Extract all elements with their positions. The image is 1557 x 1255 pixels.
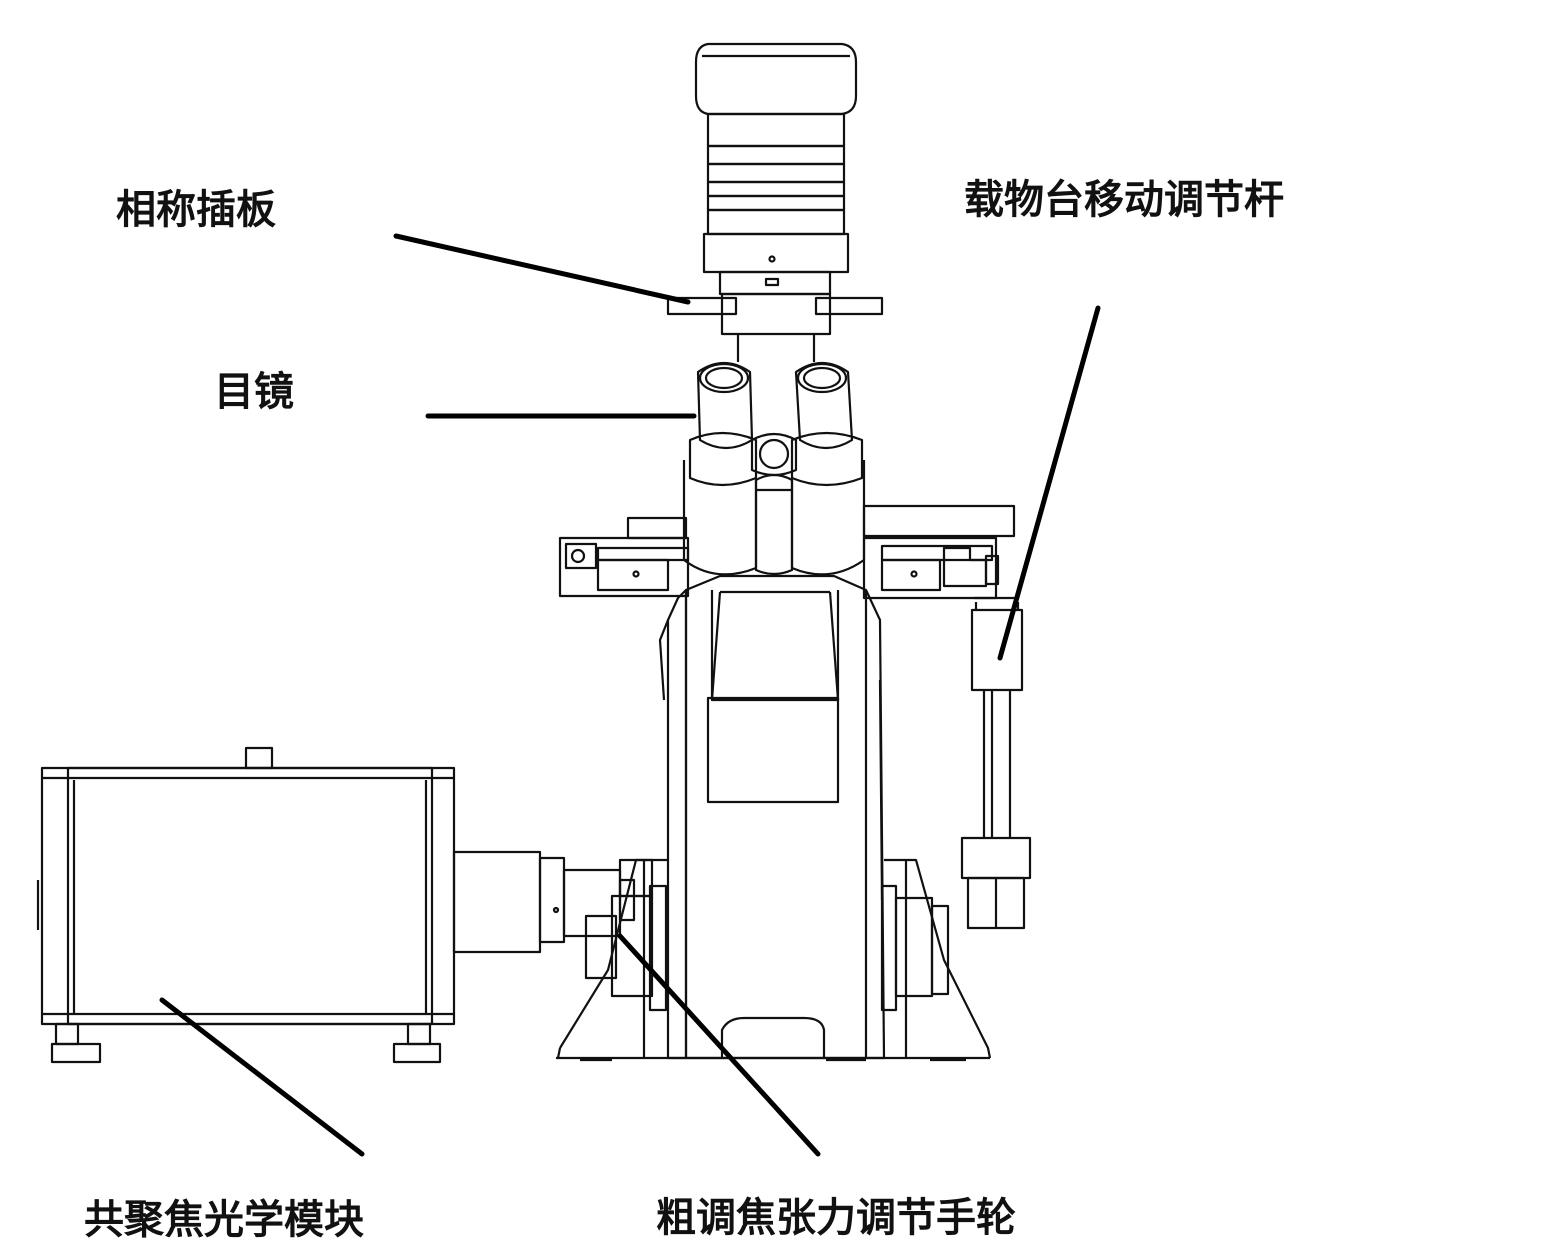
camera — [694, 42, 858, 296]
leader-line-coarse-focus — [617, 933, 821, 1157]
leader-line-confocal — [159, 997, 365, 1157]
label-coarse-focus-wheel: 粗调焦张力调节手轮 — [656, 1195, 1016, 1241]
label-phase-plate: 相称插板 — [116, 187, 276, 233]
left-focus-knob — [584, 858, 668, 1012]
microscope-body — [658, 574, 886, 1060]
stage-control-rod — [960, 596, 1032, 930]
stage-plate — [558, 504, 1016, 600]
label-stage-rod: 载物台移动调节杆 — [964, 177, 1284, 223]
eyepieces — [682, 361, 866, 576]
leader-line-stage-rod — [997, 305, 1101, 661]
phase-slider — [666, 292, 884, 362]
leader-line-phase-plate — [393, 233, 691, 305]
label-eyepiece: 目镜 — [214, 369, 294, 415]
right-focus-knob — [880, 884, 950, 1012]
adapter-tube — [452, 850, 636, 954]
label-confocal-module: 共聚焦光学模块 — [84, 1197, 364, 1243]
confocal-module-box — [36, 746, 456, 1064]
